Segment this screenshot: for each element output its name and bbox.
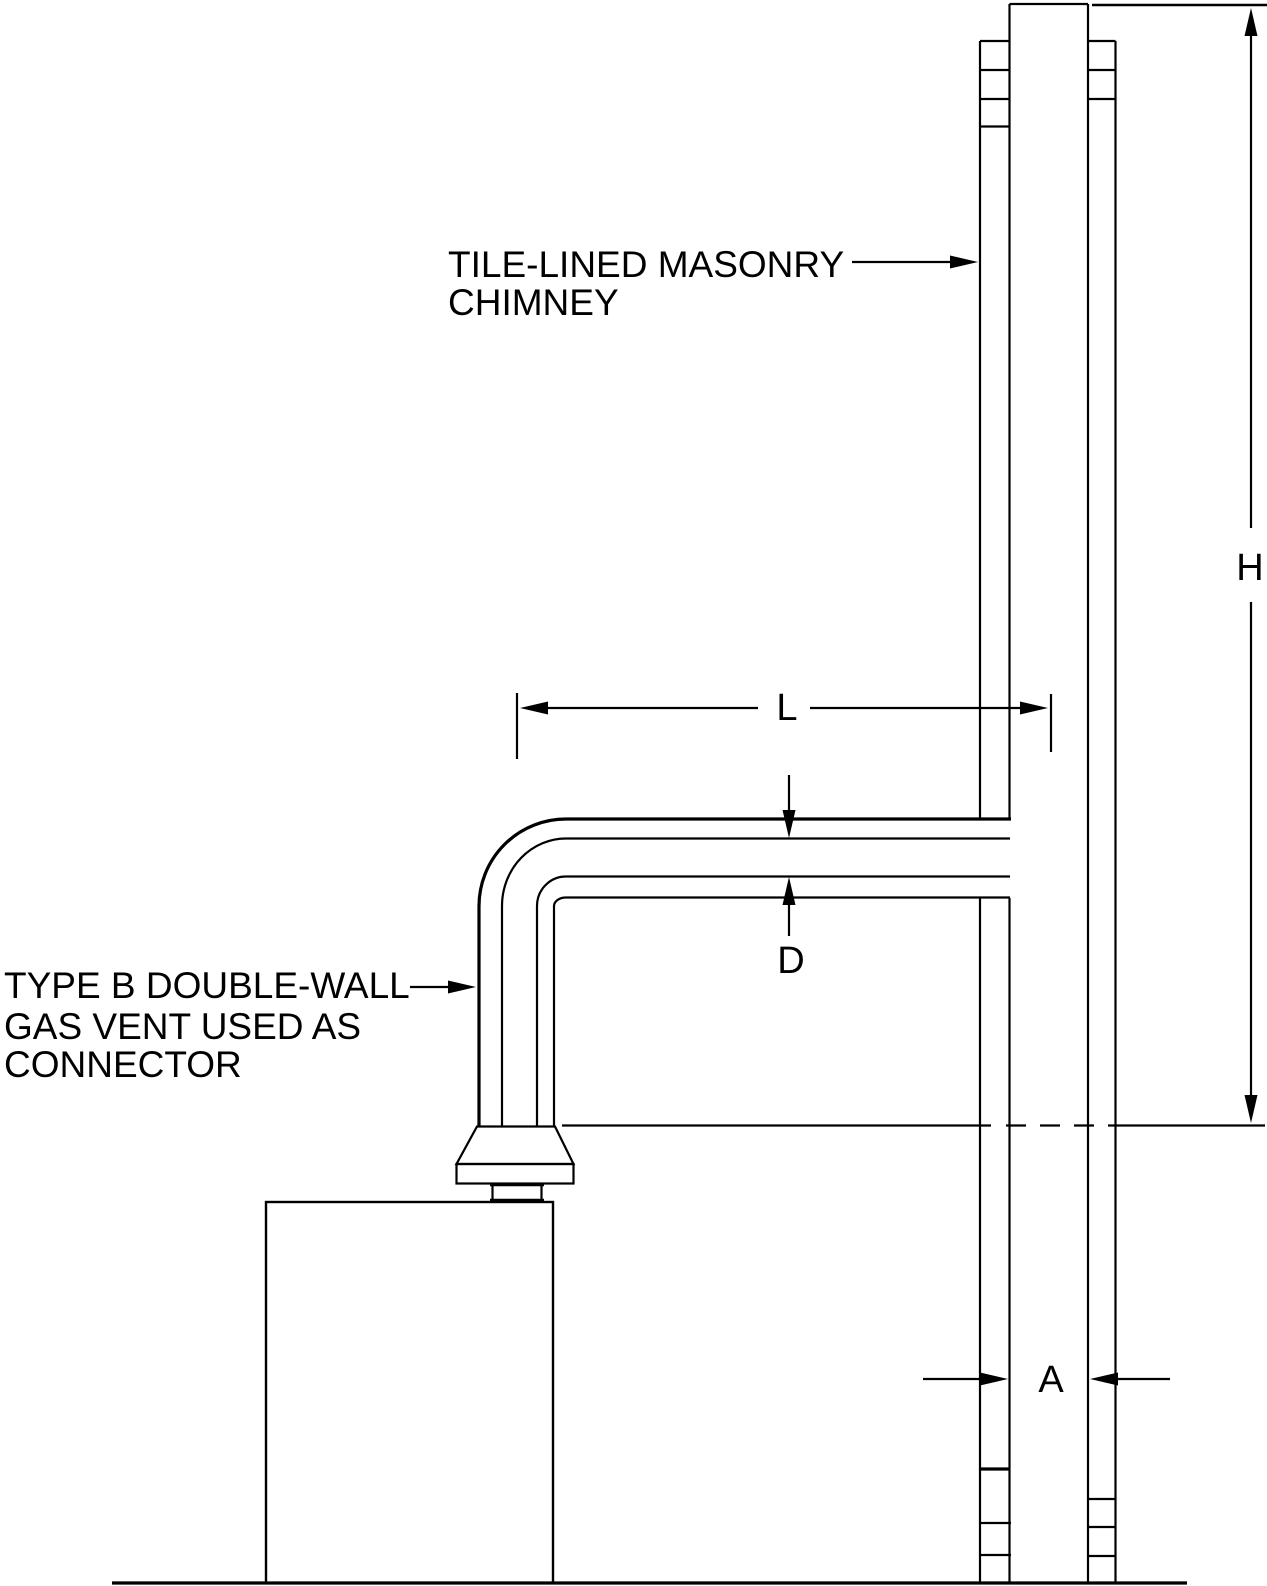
- draft-hood: [454, 1125, 576, 1203]
- tile-chimney-label-line1: TILE-LINED MASONRY: [448, 244, 844, 285]
- draft-hood-skirt: [455, 1162, 575, 1185]
- dimension-a: A: [923, 1359, 1170, 1401]
- tile-chimney-label-line2: CHIMNEY: [448, 282, 619, 323]
- dimension-l: L: [515, 687, 1053, 759]
- l-arrow-right-icon: [1020, 701, 1048, 715]
- type-b-label-line1: TYPE B DOUBLE-WALL: [4, 965, 410, 1006]
- type-b-arrow-icon: [448, 980, 476, 994]
- h-datum-line: [562, 3, 1267, 1127]
- connector-inner-wall-bottom: [535, 875, 1010, 1127]
- connector-inner-wall-top: [500, 837, 1010, 1127]
- vent-connector-pipe: [477, 817, 1011, 1127]
- dimension-d: D: [777, 775, 805, 982]
- callout-tile-chimney: TILE-LINED MASONRY CHIMNEY: [448, 244, 978, 323]
- appliance-and-ground: [112, 1200, 1187, 1585]
- tile-chimney-arrow-icon: [950, 255, 978, 269]
- type-b-label-line2: GAS VENT USED AS: [4, 1006, 361, 1047]
- masonry-chimney: [978, 2, 1117, 1583]
- a-arrow-left-icon: [1090, 1372, 1118, 1386]
- connector-outer-wall-top: [477, 817, 1011, 1127]
- d-dimension-label: D: [777, 940, 804, 982]
- gas-appliance: [264, 1200, 555, 1585]
- dimension-h: H: [1236, 8, 1264, 1123]
- l-dimension-label: L: [776, 687, 797, 729]
- l-arrow-left-icon: [520, 701, 548, 715]
- callout-type-b-vent: TYPE B DOUBLE-WALL GAS VENT USED AS CONN…: [4, 965, 476, 1085]
- h-arrow-down-icon: [1244, 1095, 1258, 1123]
- a-dimension-label: A: [1038, 1359, 1064, 1401]
- h-arrow-up-icon: [1244, 8, 1258, 36]
- connector-outer-wall-bottom: [552, 896, 1010, 1127]
- a-arrow-right-icon: [980, 1372, 1008, 1386]
- d-arrow-down-icon: [782, 810, 796, 838]
- type-b-label-line3: CONNECTOR: [4, 1044, 242, 1085]
- h-dimension-label: H: [1236, 547, 1263, 589]
- draft-hood-cone: [454, 1125, 576, 1166]
- d-arrow-up-icon: [782, 877, 796, 905]
